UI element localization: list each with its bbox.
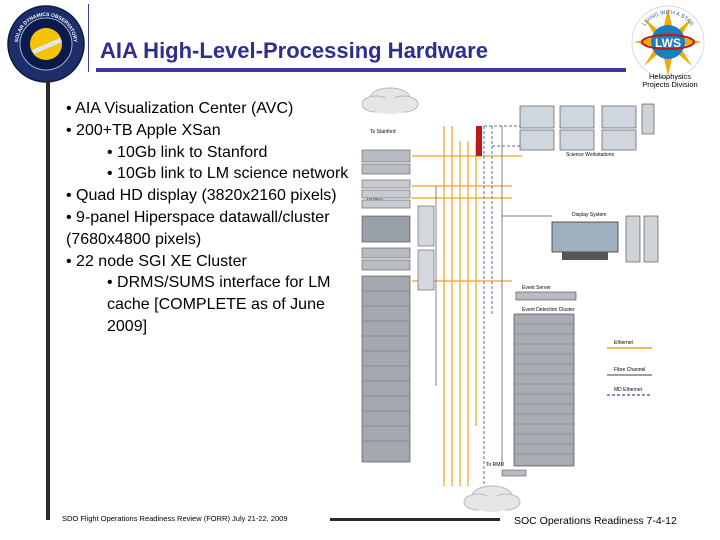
slide-title: AIA High-Level-Processing Hardware: [100, 38, 488, 63]
event-detection-cluster: [501, 313, 575, 477]
hardware-network-diagram: To Stanford Science Workstations Display…: [361, 87, 659, 512]
title-underline: [96, 68, 626, 72]
legend-fibre-channel-label: Fibre Channel: [614, 367, 645, 373]
lws-logo-text: LWS: [655, 36, 681, 50]
left-accent-bar: [46, 78, 50, 520]
bullet-list: • AIA Visualization Center (AVC) • 200+T…: [66, 98, 366, 338]
display-system: [551, 215, 659, 263]
firewall-device: [476, 126, 482, 156]
to-rmd-label: To RMD: [486, 462, 504, 468]
footer-rule: [330, 518, 500, 521]
header-divider-line: [88, 4, 89, 72]
bullet-item: • AIA Visualization Center (AVC): [66, 100, 294, 117]
footer-review-text: SDO Flight Operations Readiness Review (…: [62, 514, 288, 523]
bullet-item: • Quad HD display (3820x2160 pixels): [66, 187, 337, 205]
lws-logo: LWS LIVING WITH A STAR: [631, 5, 705, 79]
fibre-channel-cables: [435, 126, 552, 466]
science-workstations-label: Science Workstations: [566, 152, 614, 158]
sdo-mission-logo: SOLAR DYNAMICS OBSERVATORY: [7, 5, 85, 83]
division-line-1: Heliophysics: [648, 72, 692, 81]
network-cloud-top: [361, 87, 419, 114]
ethernet-cables: [412, 126, 522, 486]
rack-label: 1st MDC: [366, 196, 384, 201]
event-server-label: Event Server: [522, 285, 551, 291]
storage-rack: [361, 149, 411, 463]
legend-ethernet-label: Ethernet: [614, 340, 634, 346]
cable-legend: Ethernet Fibre Channel MD Ethernet: [607, 340, 652, 396]
footer-slide-id: SOC Operations Readiness 7-4-12: [514, 515, 677, 527]
bullet-subitem: • DRMS/SUMS interface for LM cache [COMP…: [107, 274, 331, 335]
division-line-2: Projects Division: [642, 80, 698, 89]
bullet-item: • 22 node SGI XE Cluster: [66, 252, 247, 270]
bullet-subitem: • 10Gb link to Stanford: [107, 143, 268, 161]
bullet-item: • 200+TB Apple XSan: [66, 121, 221, 139]
network-cloud-bottom: [463, 485, 521, 512]
to-stanford-label: To Stanford: [370, 129, 396, 135]
display-system-label: Display System: [572, 212, 606, 218]
legend-md-ethernet-label: MD Ethernet: [614, 387, 643, 393]
event-server: [515, 291, 577, 301]
bullet-subitem: • 10Gb link to LM science network: [107, 165, 349, 183]
xsan-server-towers: [417, 205, 435, 291]
bullet-item: • 9-panel Hiperspace datawall/cluster (7…: [66, 208, 330, 248]
event-detection-cluster-label: Event Detection Cluster: [522, 307, 575, 313]
science-workstations: [519, 103, 655, 151]
division-label: Heliophysics Projects Division: [630, 73, 710, 89]
